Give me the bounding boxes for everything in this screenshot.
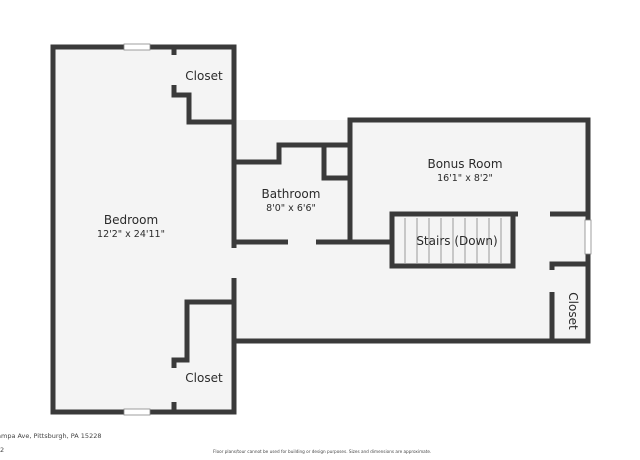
bonus-room-dims: 16'1" x 8'2"	[437, 173, 493, 184]
bedroom-door	[231, 248, 237, 278]
stairs-label: Stairs (Down)	[416, 234, 497, 248]
closet-bottom-label: Closet	[185, 371, 223, 385]
bedroom-dims: 12'2" x 24'11"	[97, 229, 165, 240]
stairs-walls	[347, 211, 516, 269]
closet-bottom-door	[171, 368, 177, 402]
footer-address: ampa Ave, Pittsburgh, PA 15228	[0, 432, 102, 440]
bathroom-nook-wall	[321, 142, 353, 181]
room-labels: Bedroom 12'2" x 24'11" Closet Closet Bat…	[97, 69, 580, 385]
closet-right-label: Closet	[566, 292, 580, 330]
bonus-opening	[518, 211, 550, 217]
bonus-room-label: Bonus Room	[427, 157, 502, 171]
windows	[123, 43, 592, 416]
footer-page-number: 2	[0, 446, 5, 454]
stair-treads	[404, 218, 502, 263]
closet-top-door	[171, 55, 177, 85]
window-top	[123, 43, 151, 51]
floor-fills	[53, 47, 588, 412]
window-bottom	[123, 408, 151, 416]
bathroom-label: Bathroom	[262, 187, 321, 201]
walls	[50, 44, 591, 415]
bathroom-door	[288, 239, 316, 245]
bedroom-label: Bedroom	[104, 213, 158, 227]
door-openings	[171, 55, 555, 402]
closet-right-wall	[549, 261, 591, 344]
closet-top-label: Closet	[185, 69, 223, 83]
bedroom-floor	[53, 47, 234, 412]
window-right	[584, 219, 592, 255]
bathroom-dims: 8'0" x 6'6"	[266, 203, 316, 214]
footer-disclaimer: Floor plans/tour cannot be used for buil…	[213, 449, 432, 454]
closet-right-door	[549, 270, 555, 292]
bonus-room-floor	[234, 120, 588, 342]
